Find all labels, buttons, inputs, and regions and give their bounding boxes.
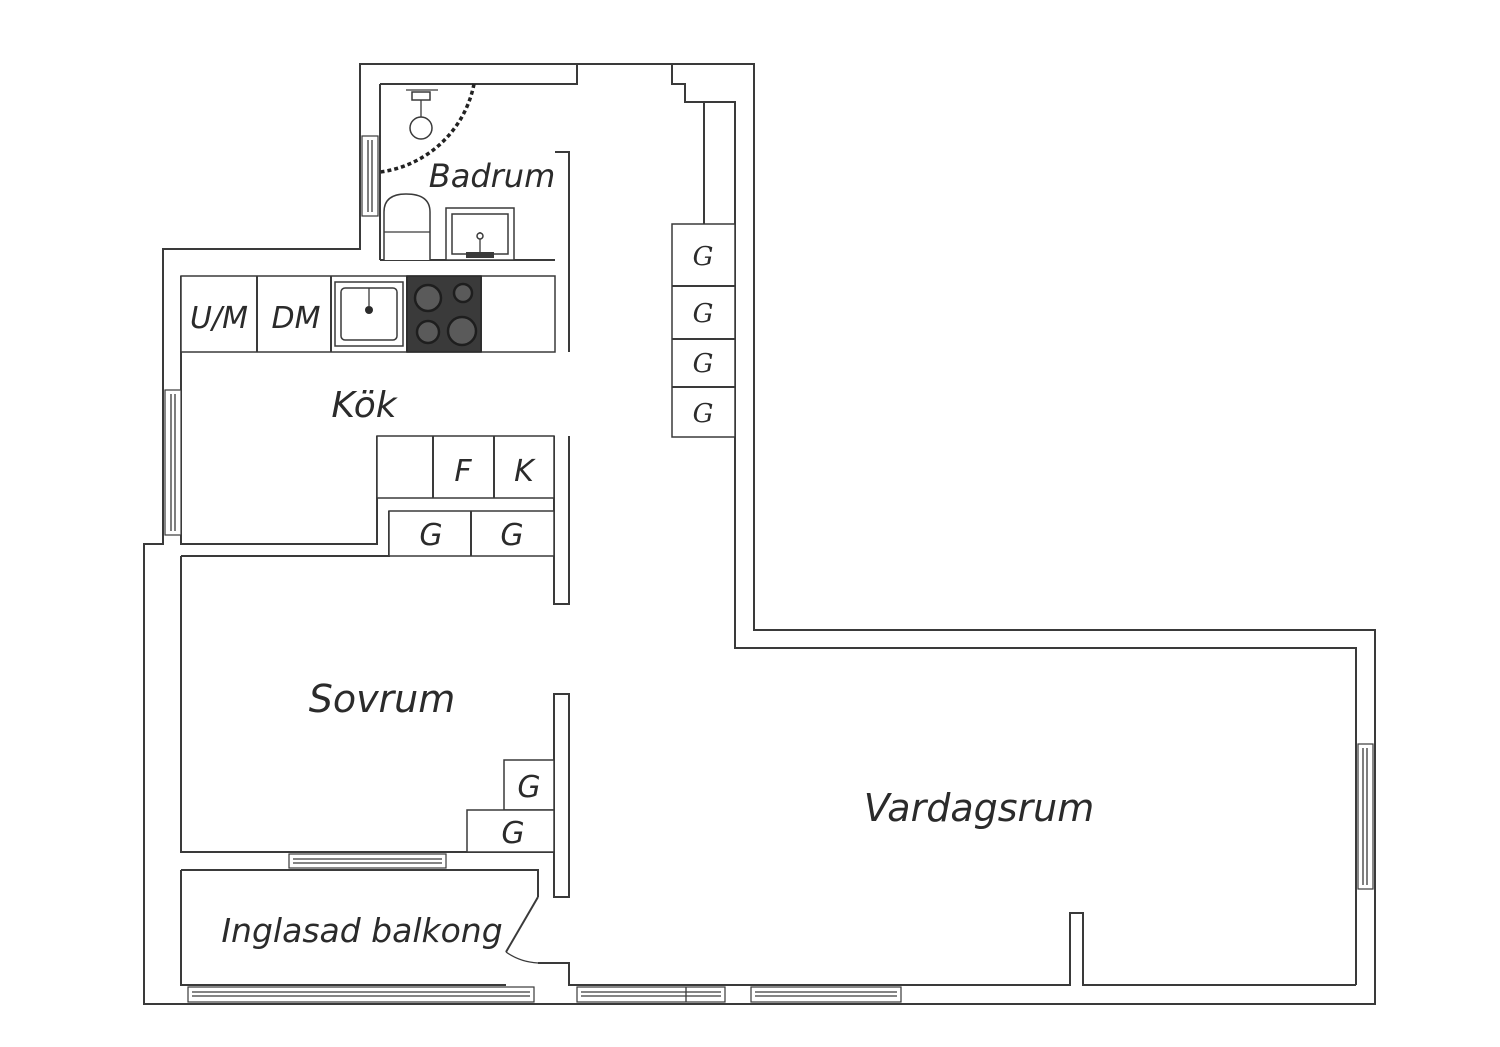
wardrobe-label: G bbox=[693, 399, 714, 429]
room-label-kok: Kök bbox=[331, 385, 398, 426]
balcony-door bbox=[505, 896, 539, 964]
bathroom-sink bbox=[445, 207, 515, 261]
wardrobe-label: G bbox=[501, 816, 524, 851]
wardrobe-label: G bbox=[419, 518, 442, 553]
wardrobe-label: G bbox=[517, 770, 540, 805]
room-label-badrum: Badrum bbox=[429, 157, 555, 195]
fridge-freezer-unit bbox=[376, 435, 555, 499]
wardrobe-label: G bbox=[693, 242, 714, 272]
stove bbox=[406, 275, 482, 353]
wardrobe-label: G bbox=[693, 299, 714, 329]
dishwasher-label: DM bbox=[272, 301, 321, 336]
kitchen-sink bbox=[334, 281, 404, 347]
wardrobe-label: G bbox=[500, 518, 523, 553]
room-label-sovrum: Sovrum bbox=[309, 677, 456, 721]
shower bbox=[379, 83, 476, 174]
wardrobes-kitchen bbox=[388, 510, 555, 557]
room-label-balkong: Inglasad balkong bbox=[221, 911, 502, 950]
wardrobes-bedroom bbox=[466, 759, 555, 853]
toilet bbox=[383, 193, 431, 260]
wardrobes-hall bbox=[671, 223, 736, 438]
room-label-vardagsrum: Vardagsrum bbox=[864, 786, 1095, 830]
windows bbox=[164, 135, 1374, 1003]
fridge-label: K bbox=[514, 454, 536, 489]
freezer-label: F bbox=[454, 454, 472, 489]
washer-label: U/M bbox=[190, 301, 248, 336]
wardrobe-label: G bbox=[693, 349, 714, 379]
